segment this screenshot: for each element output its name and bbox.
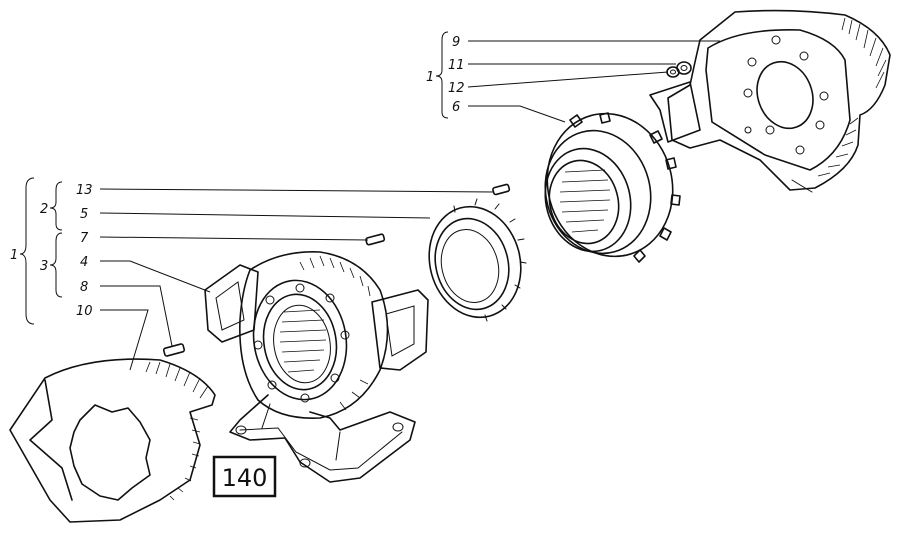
callout-5: 5 bbox=[80, 207, 88, 222]
part-9-upper-shroud bbox=[649, 9, 891, 193]
part-7-stud bbox=[365, 233, 386, 246]
callout-2-group: 2 bbox=[40, 202, 48, 217]
part-13-stud bbox=[492, 183, 511, 196]
callout-labels: 9 11 12 6 1 13 5 7 4 8 10 2 3 1 bbox=[10, 35, 465, 319]
callout-9: 9 bbox=[452, 35, 460, 50]
callout-11: 11 bbox=[448, 58, 465, 73]
callout-10: 10 bbox=[76, 304, 93, 319]
part-11-12-nut-washer bbox=[666, 61, 692, 78]
callout-6: 6 bbox=[452, 100, 460, 115]
part-5-seal-ring bbox=[428, 198, 527, 322]
callout-8: 8 bbox=[80, 280, 88, 295]
callout-3-group: 3 bbox=[40, 259, 48, 274]
callout-1-top-group: 1 bbox=[426, 70, 434, 85]
callout-12: 12 bbox=[448, 81, 465, 96]
callout-7: 7 bbox=[80, 231, 89, 246]
figure-number: 140 bbox=[222, 464, 268, 492]
leader-lines bbox=[99, 40, 720, 371]
callout-13: 13 bbox=[76, 183, 93, 198]
figure-number-box: 140 bbox=[212, 455, 277, 498]
part-6-bearing-housing bbox=[544, 112, 681, 263]
part-4-main-housing bbox=[204, 251, 429, 483]
part-10-lower-shroud bbox=[9, 358, 216, 523]
grouping-braces bbox=[19, 31, 449, 325]
callout-4: 4 bbox=[80, 255, 88, 270]
part-8-stud bbox=[162, 343, 186, 357]
callout-1-left-group: 1 bbox=[10, 248, 18, 263]
